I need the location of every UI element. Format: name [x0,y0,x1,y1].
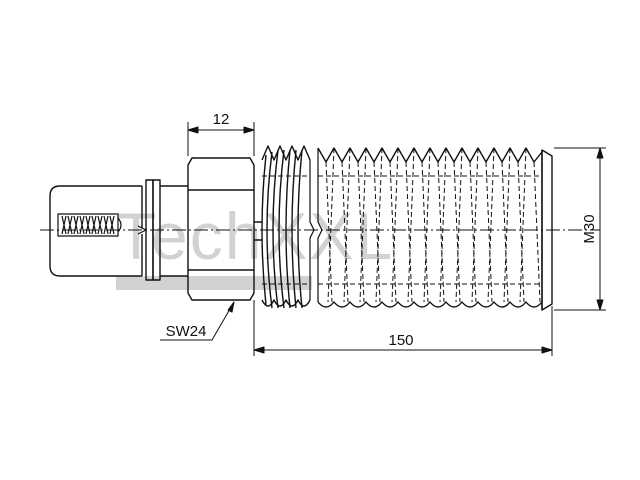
knurled-insert [57,213,122,237]
thread-spec-label: M30 [581,214,598,243]
overall-length-label: 150 [388,332,413,349]
leader-wrench-size [160,301,235,341]
hex-nut [187,157,262,301]
watermark-bar [116,276,312,290]
watermark: TechXXL [116,199,394,290]
wrench-size-label: SW24 [166,323,207,340]
watermark-text: TechXXL [116,199,394,273]
dimension-thread-diameter [554,147,606,311]
hex-length-label: 12 [213,111,230,128]
dimension-hex-length [187,122,255,156]
dimension-overall-length [253,300,553,356]
tube-section [49,185,147,277]
hidden-lines [262,147,542,303]
flange-rings [145,179,188,281]
